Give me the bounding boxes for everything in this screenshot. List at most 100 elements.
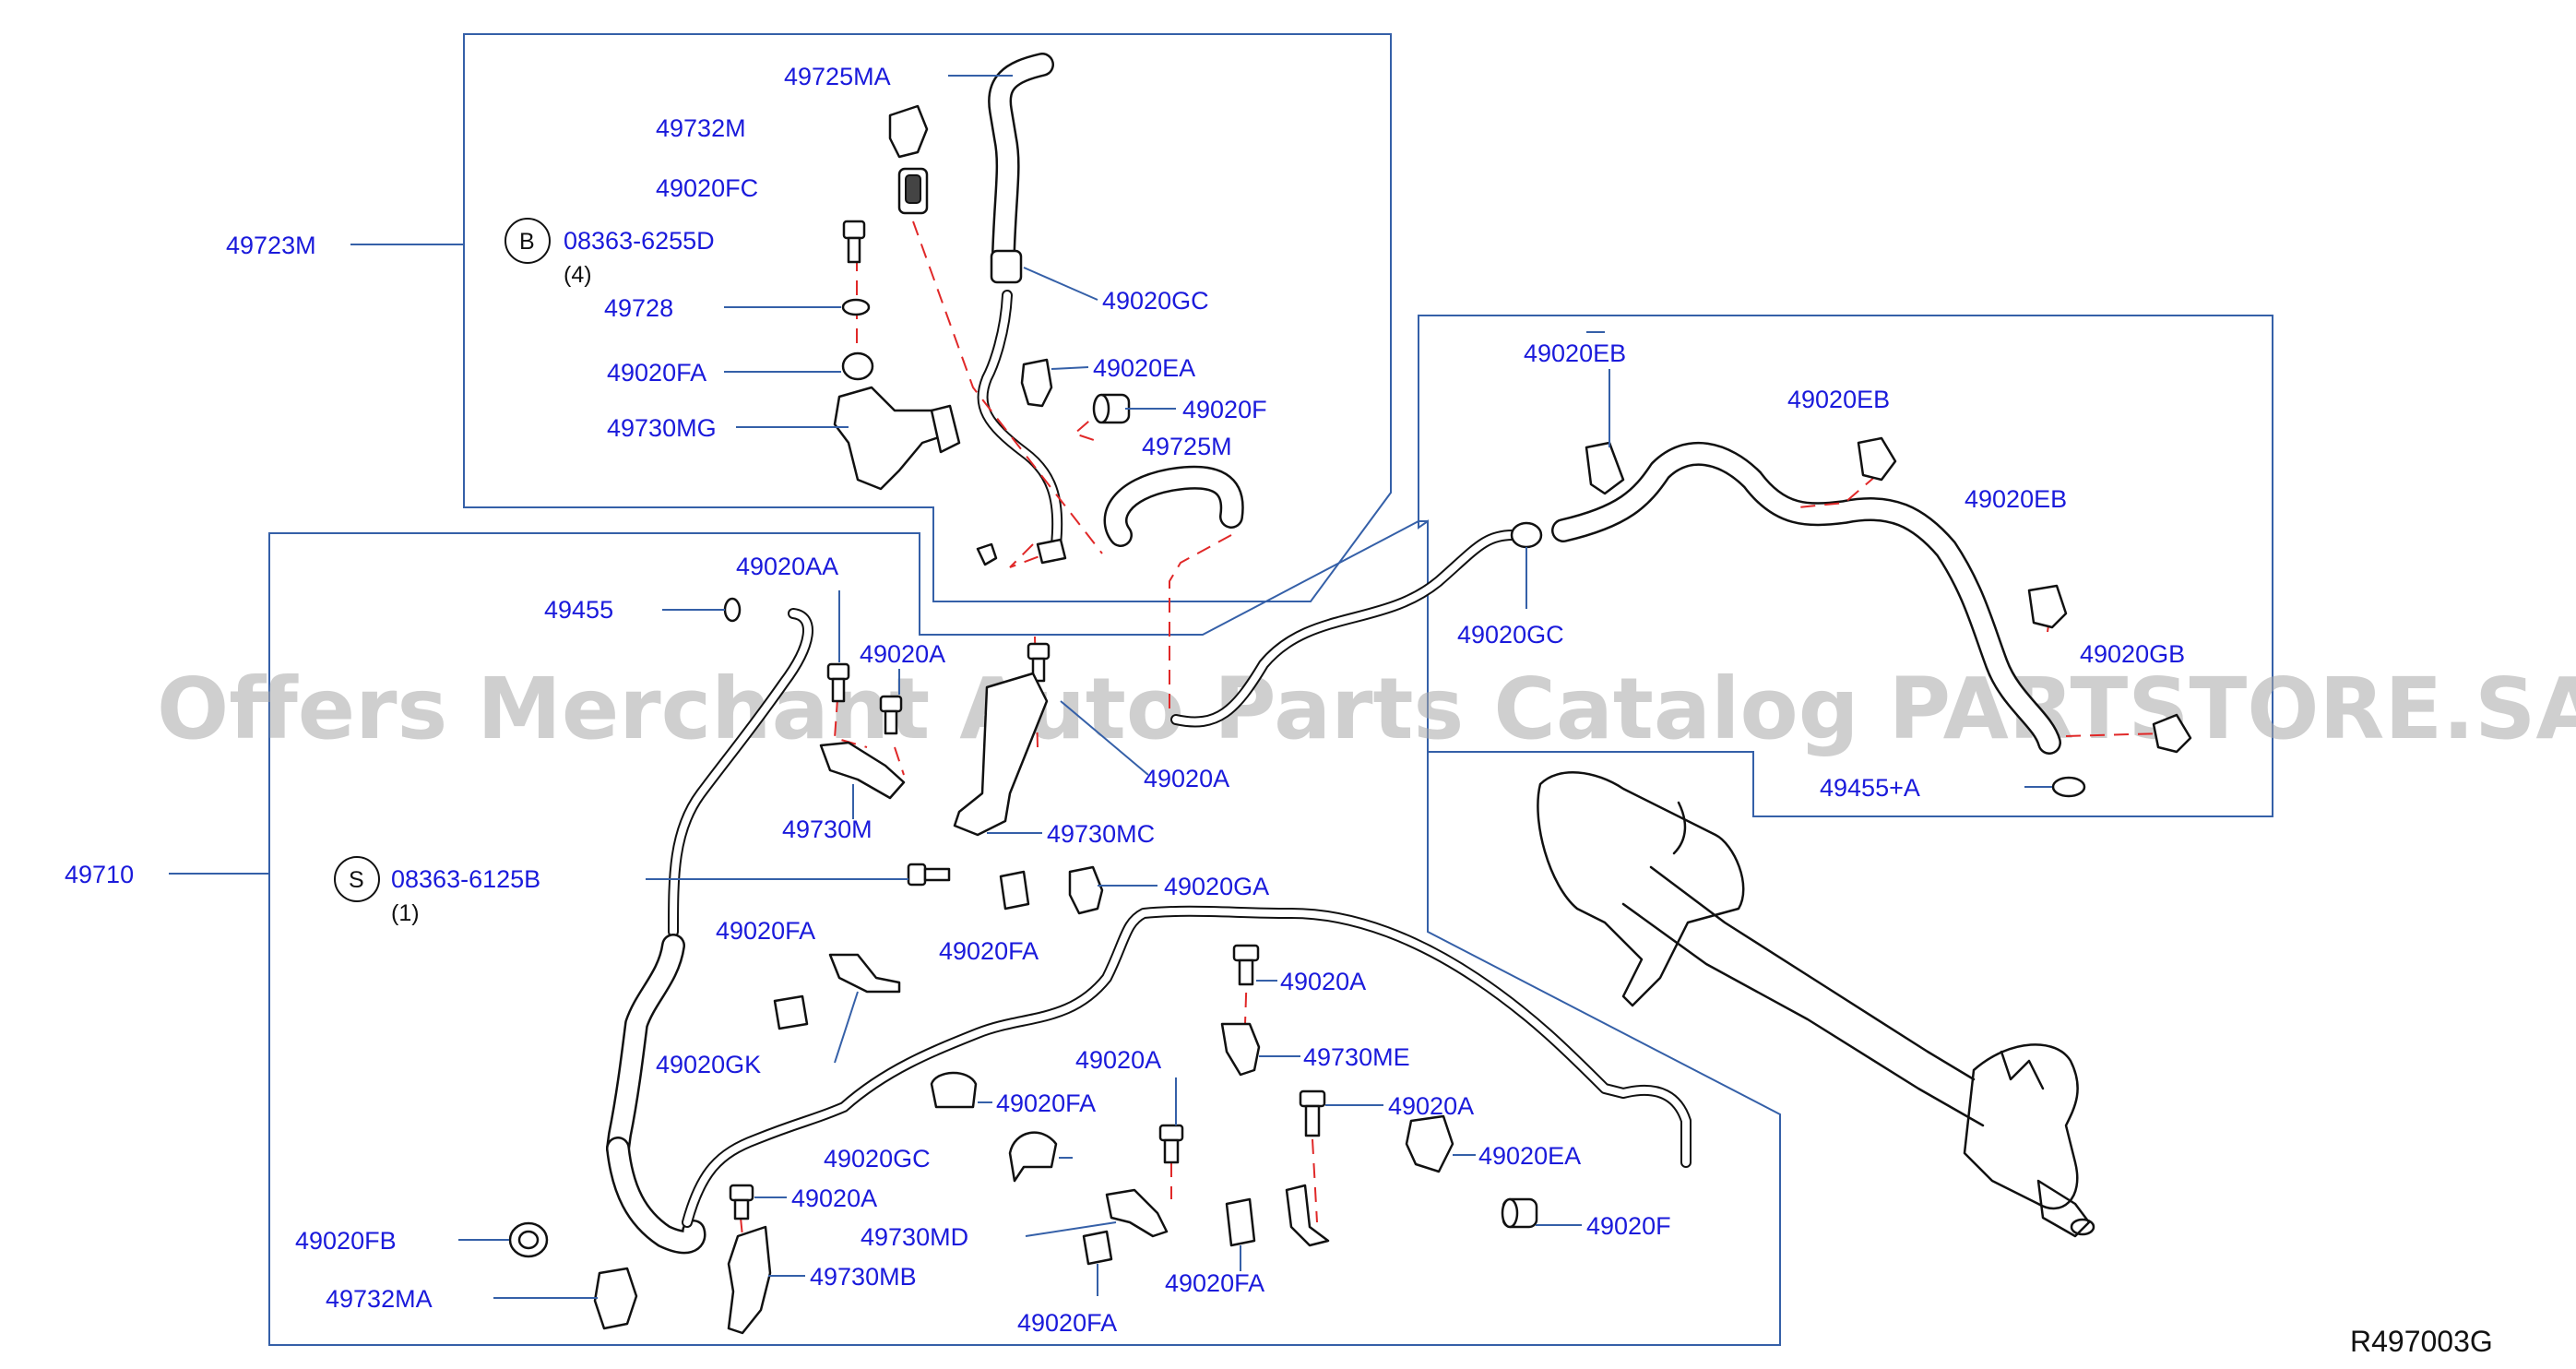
label-bolt-b-code: 08363-6255D — [564, 227, 715, 255]
clip-icon — [1585, 441, 1625, 495]
bracket-icon — [1068, 865, 1104, 915]
clip-icon — [2027, 584, 2068, 629]
bolt-s-callout: S — [334, 856, 380, 902]
label-49020FC: 49020FC — [656, 174, 758, 202]
bracket-icon — [727, 1225, 772, 1335]
label-49020GA: 49020GA — [1164, 873, 1269, 900]
label-49020FA-c2: 49020FA — [1165, 1269, 1264, 1297]
bracket-icon — [833, 386, 952, 491]
label-49020F-low: 49020F — [1586, 1212, 1671, 1240]
o-ring-icon — [2051, 776, 2086, 798]
label-49020GC-low: 49020GC — [824, 1145, 931, 1173]
label-49020A-1: 49020A — [860, 640, 945, 668]
bolt-icon — [1027, 642, 1051, 683]
label-49730MB: 49730MB — [810, 1263, 917, 1291]
label-49723M: 49723M — [226, 232, 316, 259]
grommet-icon — [1225, 1197, 1256, 1247]
label-49732MA: 49732MA — [326, 1285, 433, 1313]
bracket-icon — [1285, 1184, 1330, 1247]
clip-icon — [2152, 713, 2192, 754]
group-labels: 49725MA 49732M 49020FC 49723M 08363-6255… — [65, 63, 2185, 1337]
bracket-icon — [819, 741, 906, 800]
clip-icon — [1405, 1114, 1454, 1173]
watermark: Offers Merchant Auto Parts Catalog PARTS… — [157, 660, 2576, 758]
grommet-icon — [773, 994, 809, 1030]
bracket-icon — [828, 953, 901, 994]
label-49020GK: 49020GK — [656, 1051, 761, 1078]
label-49710: 49710 — [65, 861, 134, 888]
grommet-icon — [841, 351, 874, 381]
label-bolt-b-qty: (4) — [564, 262, 592, 288]
box-low-pressure-hose — [1418, 315, 2273, 817]
clip-icon — [1020, 358, 1053, 408]
washer-icon — [841, 298, 871, 316]
label-49020GC-top: 49020GC — [1102, 287, 1209, 315]
reference-code: R497003G — [2350, 1325, 2493, 1358]
label-49020A-5: 49020A — [1388, 1092, 1474, 1120]
box-return-hose — [463, 33, 1392, 602]
label-49020A-6: 49020A — [791, 1184, 877, 1212]
bolt-icon — [842, 220, 866, 264]
label-49020FA-c3: 49020FA — [1017, 1309, 1117, 1337]
label-49020AA: 49020AA — [736, 553, 838, 580]
bolt-s-letter: S — [349, 867, 364, 893]
group-hoses — [606, 53, 2061, 1255]
group-parts — [508, 104, 2192, 1335]
label-49020FA-left: 49020FA — [716, 917, 815, 945]
bolt-b-letter: B — [519, 229, 535, 255]
label-49730MC: 49730MC — [1047, 820, 1155, 848]
label-49020FA-top: 49020FA — [607, 359, 706, 387]
clip-icon — [1857, 436, 1897, 482]
bracket-icon — [953, 672, 1049, 837]
label-49020EB-2: 49020EB — [1787, 386, 1890, 413]
label-49020FA-mid: 49020FA — [939, 937, 1039, 965]
bolt-icon — [879, 695, 903, 735]
label-49728: 49728 — [604, 294, 673, 322]
label-49020GC-right: 49020GC — [1457, 621, 1564, 649]
clip-icon — [593, 1267, 638, 1330]
label-49730MG: 49730MG — [607, 414, 717, 442]
box-pressure-hose — [268, 520, 1781, 1346]
clamp-icon — [1510, 521, 1543, 549]
grommet-icon — [999, 870, 1030, 911]
label-49732M: 49732M — [656, 114, 746, 142]
label-49020A-4: 49020A — [1075, 1046, 1161, 1074]
label-bolt-s-code: 08363-6125B — [391, 865, 540, 893]
bolt-icon — [907, 863, 951, 887]
label-49730M: 49730M — [782, 815, 873, 843]
bolt-icon — [826, 662, 850, 703]
grommet-icon — [1082, 1230, 1113, 1266]
label-49020A-3: 49020A — [1280, 968, 1366, 995]
label-49020GB: 49020GB — [2080, 640, 2185, 668]
bolt-icon — [1232, 944, 1260, 986]
label-49725M: 49725M — [1142, 433, 1232, 460]
group-boxes — [268, 33, 2273, 1346]
clamp-icon — [930, 1071, 978, 1109]
bracket-icon — [1220, 1022, 1261, 1077]
label-49020FA-c1: 49020FA — [996, 1089, 1096, 1117]
clamp-icon — [1008, 1131, 1058, 1183]
label-49455: 49455 — [544, 596, 613, 624]
group-leaders — [169, 75, 2052, 1299]
label-49020EB-1: 49020EB — [1524, 339, 1626, 367]
label-49020A-2: 49020A — [1144, 765, 1229, 792]
o-ring-icon — [723, 597, 742, 623]
label-49020FB: 49020FB — [295, 1227, 397, 1255]
label-49020F-top: 49020F — [1182, 396, 1267, 423]
clip-icon — [888, 104, 929, 159]
label-49020EB-3: 49020EB — [1965, 485, 2067, 513]
label-49020EA-top: 49020EA — [1093, 354, 1195, 382]
label-49725MA: 49725MA — [784, 63, 891, 90]
bolt-icon — [1158, 1124, 1184, 1164]
label-49020EA-low: 49020EA — [1478, 1142, 1581, 1170]
bolt-b-callout: B — [505, 218, 551, 264]
label-49730MD: 49730MD — [861, 1223, 968, 1251]
steering-gear-icon — [1537, 771, 2095, 1238]
label-49455A: 49455+A — [1820, 774, 1920, 802]
clamp-icon — [990, 249, 1023, 284]
bolt-icon — [729, 1184, 754, 1220]
label-49730ME: 49730ME — [1303, 1043, 1410, 1071]
label-bolt-s-qty: (1) — [391, 900, 420, 926]
bolt-icon — [1299, 1089, 1326, 1137]
